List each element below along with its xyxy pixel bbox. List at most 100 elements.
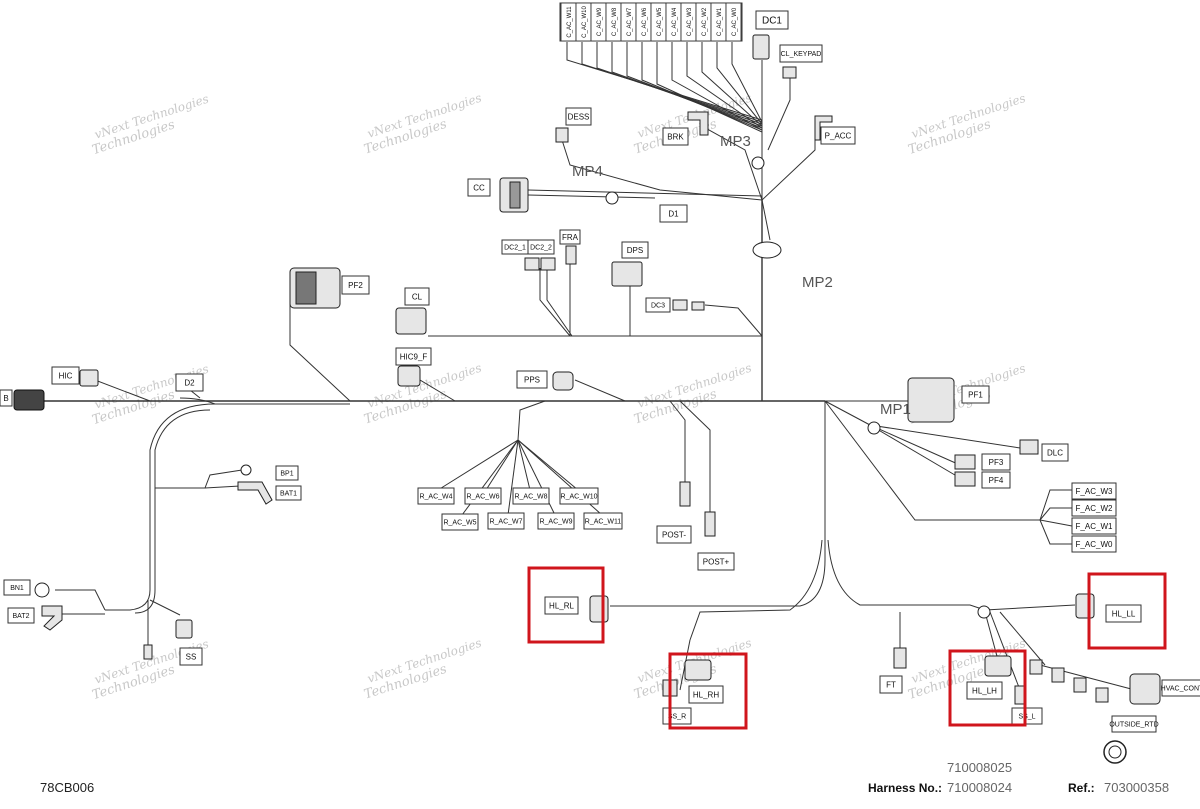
label-bat1: BAT1 [275, 485, 302, 501]
pf1-connector[interactable] [907, 377, 955, 423]
label-text-bat2: BAT2 [13, 613, 30, 620]
label-text-dc2-2: DC2_2 [530, 244, 552, 251]
dlc-connector[interactable] [1019, 439, 1039, 455]
c-ac-connector-text: C_AC_W8 [612, 7, 618, 36]
label-dess: DESS [565, 107, 592, 126]
label-r-ac-w7: R_AC_W7 [487, 512, 525, 530]
hvac-cont-connector[interactable] [1129, 673, 1161, 705]
label-hl-lh: HL_LH [966, 681, 1003, 700]
label-post-minus: POST- [656, 525, 692, 544]
label-hvac-cont: HVAC_CONT [1161, 679, 1200, 697]
label-text-f-ac-w3: F_AC_W3 [1076, 487, 1113, 496]
c-ac-connector-label[interactable]: C_AC_W3 [680, 2, 697, 42]
post-plus-terminal[interactable] [704, 511, 716, 537]
label-text-pf1: PF1 [968, 391, 983, 400]
label-text-pf2: PF2 [348, 281, 363, 290]
certification-seal-icon [1103, 740, 1127, 764]
c-ac-connector-label[interactable]: C_AC_W0 [725, 2, 742, 42]
label-text-cc: CC [473, 184, 485, 193]
pf3-connector[interactable] [954, 454, 976, 470]
c-ac-connector-label[interactable]: C_AC_W10 [575, 2, 592, 42]
label-d1: D1 [659, 204, 688, 223]
hl-lh-connector[interactable] [984, 655, 1012, 677]
b-connector[interactable] [13, 389, 45, 411]
label-text-r-ac-w6: R_AC_W6 [466, 493, 499, 500]
label-text-dlc: DLC [1047, 449, 1063, 458]
label-text-r-ac-w4: R_AC_W4 [419, 493, 452, 500]
c-ac-connector-label[interactable]: C_AC_W2 [695, 2, 712, 42]
rtd-chain-connector[interactable] [1029, 659, 1043, 675]
c-ac-connector-label[interactable]: C_AC_W9 [590, 2, 607, 42]
mp2-clip [752, 241, 782, 259]
label-ss-l: SS_L [1011, 707, 1043, 725]
ss-connector[interactable] [175, 619, 193, 639]
label-hic9-f: HIC9_F [395, 347, 432, 366]
c-ac-connector-text: C_AC_W4 [672, 7, 678, 36]
ss-lower-connector[interactable] [143, 644, 153, 660]
dc3-connector[interactable] [672, 299, 688, 311]
brk-connector[interactable] [687, 111, 709, 136]
label-text-dc3: DC3 [651, 302, 665, 309]
label-dc2-2: DC2_2 [527, 239, 555, 255]
label-text-d1: D1 [668, 210, 679, 219]
c-ac-connector-label[interactable]: C_AC_W8 [605, 2, 622, 42]
bp1-terminal[interactable] [240, 464, 252, 476]
hl-rh-connector[interactable] [684, 659, 712, 681]
c-ac-connector-label[interactable]: C_AC_W7 [620, 2, 637, 42]
c-ac-connector-label[interactable]: C_AC_W11 [560, 2, 577, 42]
dps-connector[interactable] [611, 261, 643, 287]
hic-connector[interactable] [79, 369, 99, 387]
c-ac-connector-text: C_AC_W9 [597, 7, 603, 36]
label-f-ac-w3: F_AC_W3 [1071, 482, 1117, 500]
label-hic: HIC [51, 366, 80, 385]
bn1-terminal[interactable] [34, 582, 50, 598]
bat1-terminal[interactable] [237, 481, 273, 505]
label-text-post-minus: POST- [662, 531, 686, 540]
dess-connector[interactable] [555, 127, 569, 143]
label-f-ac-w0: F_AC_W0 [1071, 535, 1117, 553]
label-text-ss: SS [186, 653, 197, 662]
label-d2: D2 [175, 373, 204, 392]
hl-ll-connector[interactable] [1075, 593, 1095, 619]
cl-keypad-connector[interactable] [782, 66, 797, 79]
label-text-ft: FT [886, 681, 896, 690]
label-text-dps: DPS [627, 246, 643, 255]
label-text-bat1: BAT1 [280, 490, 297, 497]
label-bn1: BN1 [3, 579, 31, 596]
label-bat2: BAT2 [7, 607, 35, 624]
ft-connector[interactable] [893, 647, 907, 669]
post-minus-terminal[interactable] [679, 481, 691, 507]
c-ac-connector-label[interactable]: C_AC_W6 [635, 2, 652, 42]
pps-connector[interactable] [552, 371, 574, 391]
dc2-2-connector[interactable] [540, 257, 556, 271]
label-text-bn1: BN1 [10, 585, 24, 592]
bat2-terminal[interactable] [41, 605, 63, 631]
label-text-pf4: PF4 [989, 476, 1004, 485]
label-text-cl: CL [412, 293, 423, 302]
label-text-b: B [3, 394, 8, 403]
c-ac-connector-label[interactable]: C_AC_W1 [710, 2, 727, 42]
hl-rl-connector[interactable] [589, 595, 609, 623]
label-text-bp1: BP1 [280, 470, 293, 477]
ref-label: Ref.: [1068, 781, 1095, 795]
dc2-1-connector[interactable] [524, 257, 540, 271]
highlight-boxes [527, 566, 1167, 730]
hic9-f-connector[interactable] [397, 365, 421, 387]
label-ft: FT [879, 675, 903, 694]
dc1-connector[interactable] [752, 34, 770, 60]
label-text-dc2-1: DC2_1 [504, 244, 526, 251]
c-ac-connector-label[interactable]: C_AC_W4 [665, 2, 682, 42]
c-ac-connector-text: C_AC_W5 [657, 7, 663, 36]
c-ac-connector-label[interactable]: C_AC_W5 [650, 2, 667, 42]
c-ac-connector-text: C_AC_W0 [732, 7, 738, 36]
p-acc-connector[interactable] [814, 115, 833, 141]
c-ac-connector-text: C_AC_W3 [687, 7, 693, 36]
cl-connector[interactable] [395, 307, 427, 335]
label-brk: BRK [662, 127, 689, 146]
harness-number-1: 710008025 [947, 760, 1012, 775]
pf4-connector[interactable] [954, 471, 976, 487]
fra-connector[interactable] [565, 245, 577, 265]
ref-number: 703000358 [1104, 780, 1169, 795]
label-f-ac-w1: F_AC_W1 [1071, 517, 1117, 535]
